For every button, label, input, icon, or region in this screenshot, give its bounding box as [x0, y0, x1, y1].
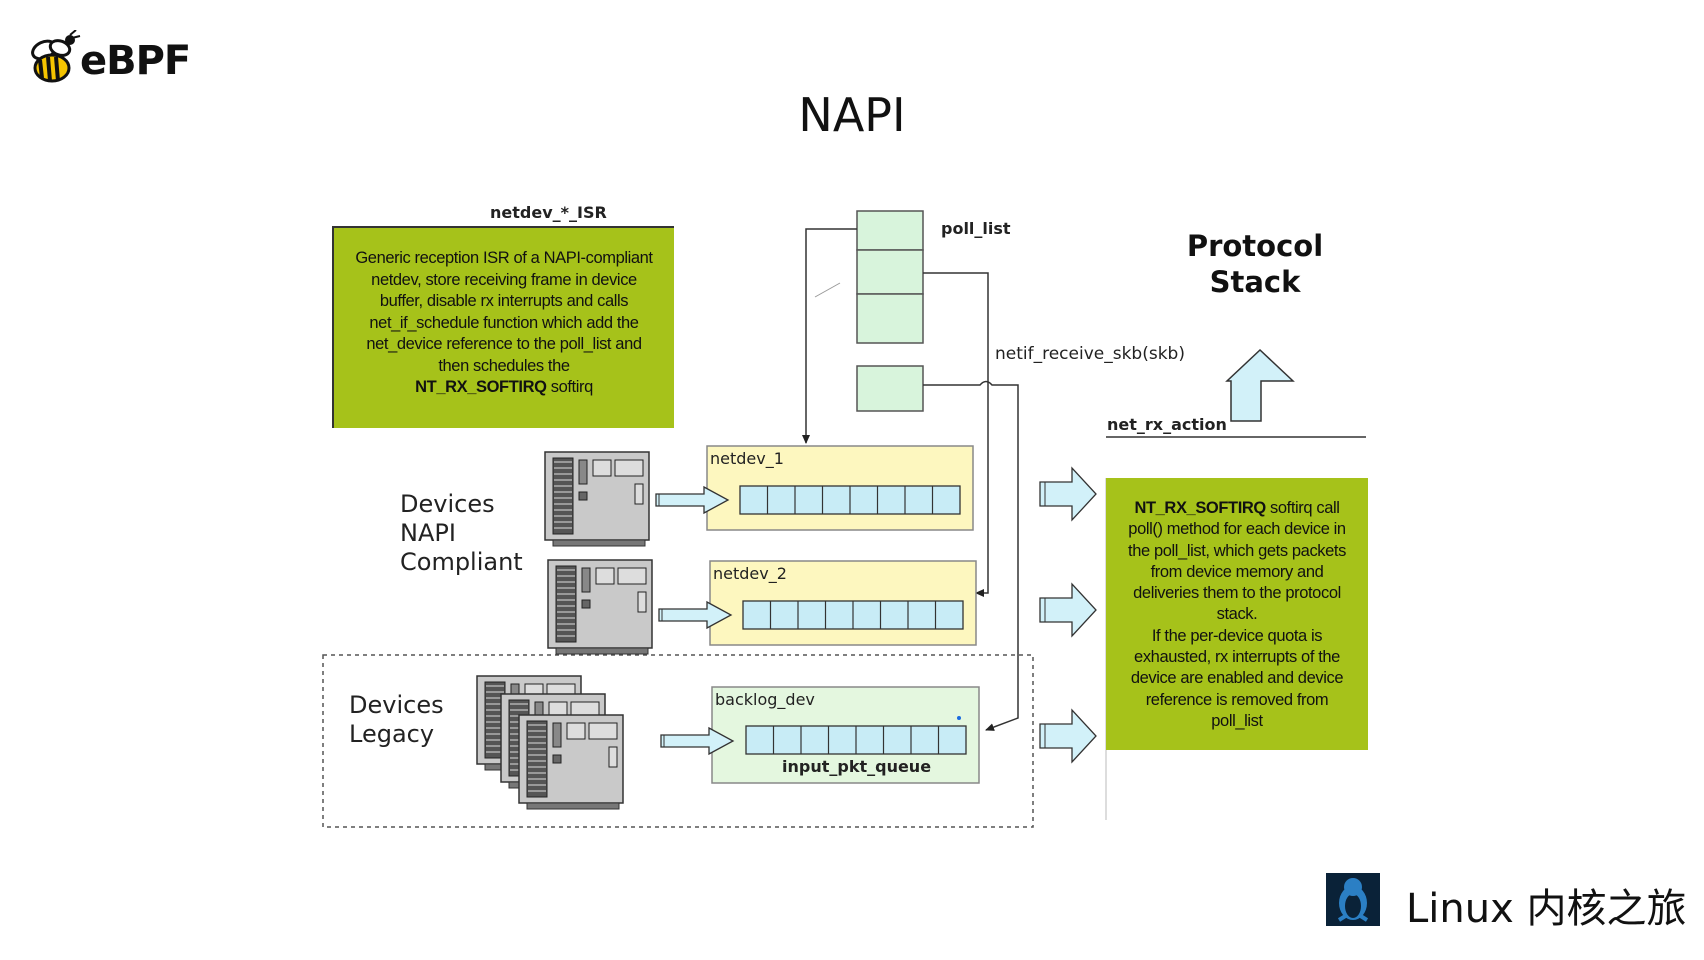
backlog-dot	[957, 716, 961, 720]
poll-list-stack	[856, 210, 924, 412]
softirq-line: device are enabled and device	[1130, 669, 1344, 688]
netdev2-to-softirq-arrow	[1039, 582, 1097, 638]
poll-list-slot	[856, 249, 924, 295]
netdev2-input-arrow	[658, 600, 733, 630]
softirq-first-rest: softirq call	[1265, 499, 1340, 517]
isr-softirq-name: NT_RX_SOFTIRQ	[415, 378, 547, 396]
softirq-line: poll_list	[1211, 711, 1263, 730]
brand-text: Linux 内核之旅	[1406, 886, 1687, 932]
card-chip	[552, 754, 562, 764]
netdev2-label: netdev_2	[713, 564, 787, 583]
legacy-devices-label: Devices Legacy	[349, 691, 444, 749]
poll-list-slot	[856, 365, 924, 412]
backlog-to-softirq-arrow	[1039, 708, 1097, 764]
slide-title: NAPI	[798, 88, 906, 142]
softirq-line: the poll_list, which gets packets	[1128, 541, 1346, 560]
device-input-arrows	[655, 485, 735, 756]
isr-softirq-suffix: softirq	[546, 378, 594, 396]
card-chip	[617, 567, 647, 585]
card-edge-connector	[526, 802, 620, 810]
netdev1-input-arrow	[655, 485, 730, 515]
softirq-line: stack.	[1216, 605, 1258, 624]
protocol-stack-label: Protocol Stack	[1180, 228, 1330, 300]
card-chip	[588, 722, 618, 740]
card-chip	[581, 567, 591, 593]
legacy-device-card-3	[518, 714, 624, 810]
card-edge-connector	[555, 647, 649, 655]
softirq-line: If the per-device quota is	[1151, 626, 1323, 645]
napi-device-card-2	[547, 559, 653, 655]
card-heatsink	[555, 565, 577, 643]
card-chip	[595, 567, 615, 585]
napi-devices-line2: NAPI	[400, 519, 456, 547]
isr-description-box: Generic reception ISR of a NAPI-complian…	[332, 226, 674, 428]
card-chip	[578, 491, 588, 501]
softirq-line: from device memory and	[1150, 562, 1324, 581]
card-chip	[581, 599, 591, 609]
card-chip	[566, 722, 586, 740]
softirq-line: poll() method for each device in	[1128, 520, 1346, 539]
napi-device-card-1	[544, 451, 650, 547]
softirq-line: exhausted, rx interrupts of the	[1134, 648, 1340, 667]
backlog-dev-label: backlog_dev	[715, 690, 815, 709]
backlog-input-arrow	[660, 726, 735, 756]
legacy-devices-line2: Legacy	[349, 720, 435, 748]
ebpf-logo-text: eBPF	[80, 38, 191, 84]
card-chip	[592, 459, 612, 477]
protocol-stack-line2: Stack	[1209, 265, 1301, 299]
queue-slots	[739, 485, 967, 755]
netdev1-label: netdev_1	[710, 449, 784, 468]
isr-line-last: NT_RX_SOFTIRQ softirq	[340, 377, 668, 399]
napi-devices-line1: Devices	[400, 490, 495, 518]
device-icons	[476, 451, 653, 810]
netif-receive-label: netif_receive_skb(skb)	[995, 344, 1185, 364]
softirq-name: NT_RX_SOFTIRQ	[1134, 499, 1266, 517]
isr-line: Generic reception ISR of a NAPI-complian…	[355, 249, 653, 267]
isr-line: netdev, store receiving frame in device	[371, 270, 637, 289]
legacy-devices-line1: Devices	[349, 691, 444, 719]
card-edge-connector	[552, 539, 646, 547]
card-port	[637, 591, 647, 613]
softirq-line: deliveries them to the protocol	[1133, 584, 1341, 603]
card-chip	[578, 459, 588, 485]
poll-list-slot	[856, 210, 924, 251]
softirq-line: reference is removed from	[1145, 690, 1329, 709]
legacy-devices-frame	[322, 654, 1034, 828]
card-port	[634, 483, 644, 505]
card-chip	[614, 459, 644, 477]
tux-penguin-icon	[1337, 878, 1369, 922]
net-rx-action-label: net_rx_action	[1107, 415, 1227, 434]
card-chip	[552, 722, 562, 748]
softirq-line-first: NT_RX_SOFTIRQ softirq call	[1112, 498, 1362, 519]
isr-line: net_device reference to the poll_list an…	[366, 335, 642, 353]
card-heatsink	[552, 457, 574, 535]
poll-list-label: poll_list	[941, 219, 1011, 238]
pointer-mark	[814, 282, 841, 298]
poll-list-slot	[856, 293, 924, 344]
napi-devices-line3: Compliant	[400, 548, 523, 576]
protocol-stack-up-arrow	[1225, 348, 1295, 422]
isr-line: net_if_schedule function which add the	[369, 313, 639, 332]
isr-line: buffer, disable rx interrupts and calls	[379, 292, 629, 310]
netdev1-to-softirq-arrow	[1039, 466, 1097, 522]
softirq-description-box: NT_RX_SOFTIRQ softirq call poll() method…	[1106, 478, 1368, 750]
napi-devices-label: Devices NAPI Compliant	[400, 490, 523, 577]
isr-line: then schedules the	[438, 356, 570, 375]
ebpf-bee-icon	[31, 30, 81, 83]
softirq-input-arrows	[1039, 466, 1097, 764]
tux-icon	[1326, 873, 1380, 926]
poll-to-backlog-arrow	[923, 380, 1019, 731]
poll-to-netdev2-arrow	[923, 272, 989, 597]
isr-header: netdev_*_ISR	[490, 203, 607, 222]
input-pkt-queue-label: input_pkt_queue	[782, 757, 932, 776]
poll-to-netdev1-arrow	[802, 228, 857, 444]
protocol-stack-line1: Protocol	[1186, 229, 1324, 263]
card-heatsink	[526, 720, 548, 798]
card-port	[608, 746, 618, 768]
